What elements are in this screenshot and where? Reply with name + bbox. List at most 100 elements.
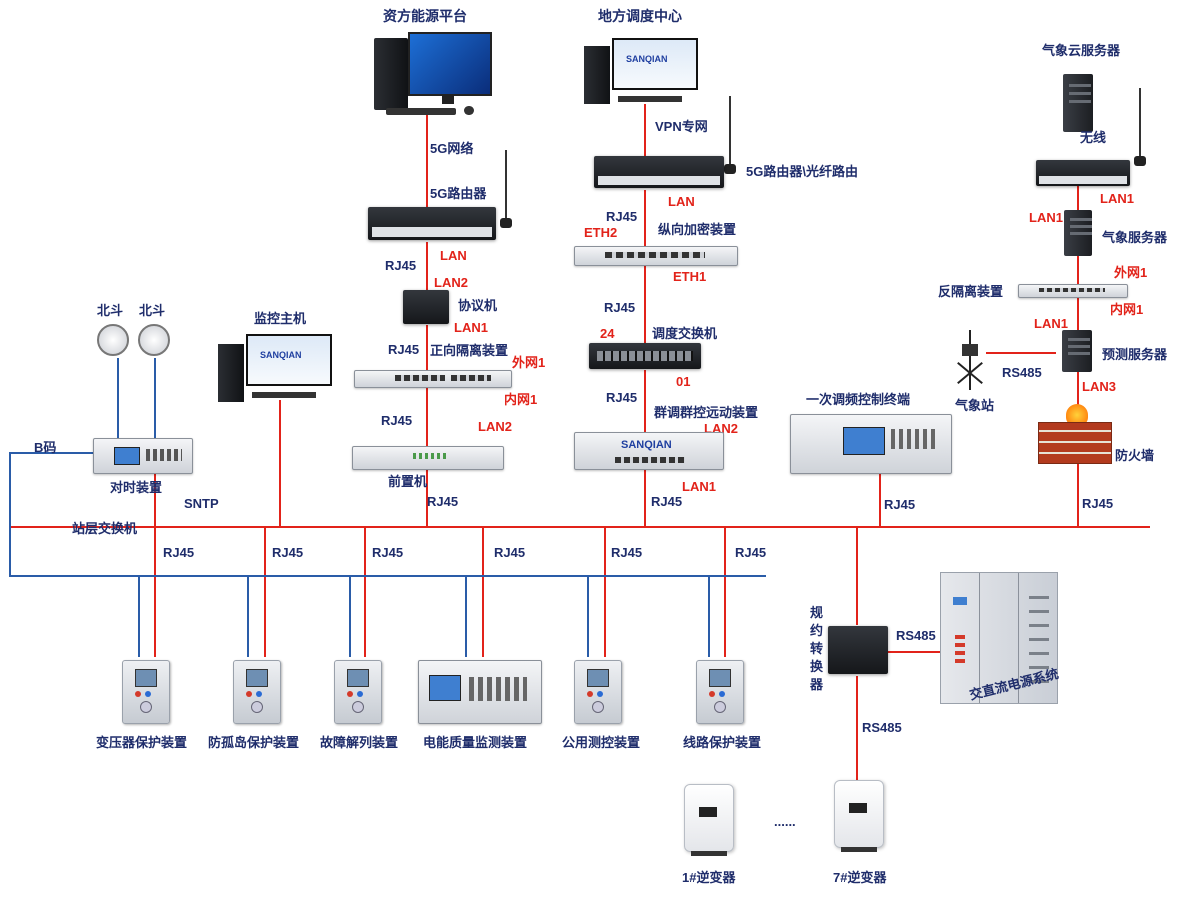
monitor-host-computer-icon: SANQIAN (218, 334, 336, 404)
rj45-gc-label: RJ45 (606, 390, 638, 405)
power-quality-label: 电能质量监测装置 (423, 735, 528, 750)
fault-splitting-label: 故障解列装置 (320, 735, 399, 750)
router-antenna-icon (1134, 88, 1146, 168)
lan1-wr2-label: LAN1 (1029, 210, 1063, 225)
firewall-label: 防火墙 (1115, 448, 1155, 463)
lan3-label: LAN3 (1082, 379, 1116, 394)
vpn-label: VPN专网 (655, 119, 708, 134)
rj45-fm-label: RJ45 (884, 497, 916, 512)
line-protection-icon (696, 660, 744, 724)
outer1-r-label: 外网1 (1114, 265, 1148, 280)
rj45-bus-6-label: RJ45 (735, 545, 767, 560)
beidou-label-2: 北斗 (139, 303, 166, 318)
rj45-enc-label: RJ45 (606, 209, 638, 224)
reverse-isolation-device-icon (1018, 284, 1128, 298)
inverter-1-icon (684, 784, 734, 856)
lan1-wr-label: LAN1 (1100, 191, 1134, 206)
fault-splitting-device-icon (334, 660, 382, 724)
inner1-r-label: 内网1 (1110, 302, 1144, 317)
encryption-device-label: 纵向加密装置 (658, 222, 737, 237)
firewall-icon (1036, 404, 1114, 464)
b-code-label: B码 (34, 440, 57, 455)
front-end-machine-icon (352, 446, 504, 470)
5g-fiber-router-icon (594, 156, 724, 188)
inverter-1-label: 1#逆变器 (682, 870, 736, 885)
rj45-bus-3-label: RJ45 (372, 545, 404, 560)
transformer-protection-label: 变压器保护装置 (96, 735, 188, 750)
protocol-converter-icon (828, 626, 888, 674)
transformer-protection-icon (122, 660, 170, 724)
5g-network-label: 5G网络 (430, 141, 474, 156)
protocol-machine-icon (403, 290, 449, 324)
router-antenna-icon (724, 96, 736, 176)
port-24-label: 24 (600, 326, 615, 341)
group-control-label: 群调群控远动装置 (654, 405, 759, 420)
wireless-label: 无线 (1080, 130, 1107, 145)
anti-island-label: 防孤岛保护装置 (208, 735, 300, 750)
rj45-fe-bus-label: RJ45 (427, 494, 459, 509)
router-antenna-icon (500, 150, 512, 230)
5g-router-icon (368, 207, 496, 240)
lan-label: LAN (668, 194, 695, 209)
blue-wires (9, 358, 766, 657)
protocol-machine-label: 协议机 (458, 298, 498, 313)
protocol-converter-label: 规 约 转 换 器 (810, 605, 824, 692)
lan1-fs-label: LAN1 (1034, 316, 1068, 331)
rs485-inv-label: RS485 (862, 720, 902, 735)
public-measure-label: 公用测控装置 (562, 735, 641, 750)
rj45-fw-label: RJ45 (1082, 496, 1114, 511)
eth1-label: ETH1 (673, 269, 707, 284)
dispatch-center-label: 地方调度中心 (598, 8, 682, 24)
ellipsis-label: ...... (774, 814, 796, 829)
5g-router-label: 5G路由器 (430, 186, 487, 201)
weather-server-label: 气象服务器 (1102, 230, 1168, 245)
inverter-7-label: 7#逆变器 (833, 870, 887, 885)
forward-isolation-device-icon (354, 370, 512, 388)
rj45-bus-1-label: RJ45 (163, 545, 195, 560)
weather-station-icon (950, 324, 990, 394)
forward-isolation-label: 正向隔离装置 (430, 343, 509, 358)
lan2-b-label: LAN2 (478, 419, 512, 434)
power-quality-monitor-icon (418, 660, 542, 724)
weather-station-label: 气象站 (955, 398, 995, 413)
red-wires (10, 104, 1150, 780)
dispatch-switch-label: 调度交换机 (652, 326, 718, 341)
5g-fiber-router-label: 5G路由器\光纤路由 (746, 164, 858, 179)
satellite-dish-icon (136, 322, 172, 360)
inner-net1-label: 内网1 (504, 392, 538, 407)
rj45-bus-2-label: RJ45 (272, 545, 304, 560)
acdc-power-cabinet-icon (940, 572, 1058, 704)
encryption-device-icon (574, 246, 738, 266)
lan2-label: LAN2 (434, 275, 468, 290)
beidou-label-1: 北斗 (97, 303, 124, 318)
outer-net1-label: 外网1 (512, 355, 546, 370)
sntp-label: SNTP (184, 496, 219, 511)
dispatch-switch-icon (589, 343, 701, 369)
lan1-label: LAN1 (454, 320, 488, 335)
dispatch-computer-icon: SANQIAN (584, 38, 702, 106)
weather-cloud-label: 气象云服务器 (1042, 43, 1121, 58)
clock-device-icon (93, 438, 193, 474)
rj45-bus-4-label: RJ45 (494, 545, 526, 560)
weather-server-icon (1064, 210, 1092, 256)
rj45-gc-bus-label: RJ45 (651, 494, 683, 509)
port-01-label: 01 (676, 374, 691, 389)
primary-fm-label: 一次调频控制终端 (806, 392, 911, 407)
forecast-server-icon (1062, 330, 1092, 372)
anti-island-protection-icon (233, 660, 281, 724)
weather-router-icon (1036, 160, 1130, 186)
rs485-ws-label: RS485 (1002, 365, 1042, 380)
public-measure-control-icon (574, 660, 622, 724)
rj45-fi-label: RJ45 (388, 342, 420, 357)
front-end-label: 前置机 (388, 474, 428, 489)
forecast-server-label: 预测服务器 (1102, 347, 1168, 362)
lan1-gc-label: LAN1 (682, 479, 716, 494)
inverter-7-icon (834, 780, 884, 852)
satellite-dish-icon (95, 322, 131, 360)
lan-port-label: LAN (440, 248, 467, 263)
station-switch-label: 站层交换机 (72, 521, 138, 536)
eth2-label: ETH2 (584, 225, 618, 240)
clock-device-label: 对时装置 (110, 480, 163, 495)
group-control-device-icon: SANQIAN (574, 432, 724, 470)
